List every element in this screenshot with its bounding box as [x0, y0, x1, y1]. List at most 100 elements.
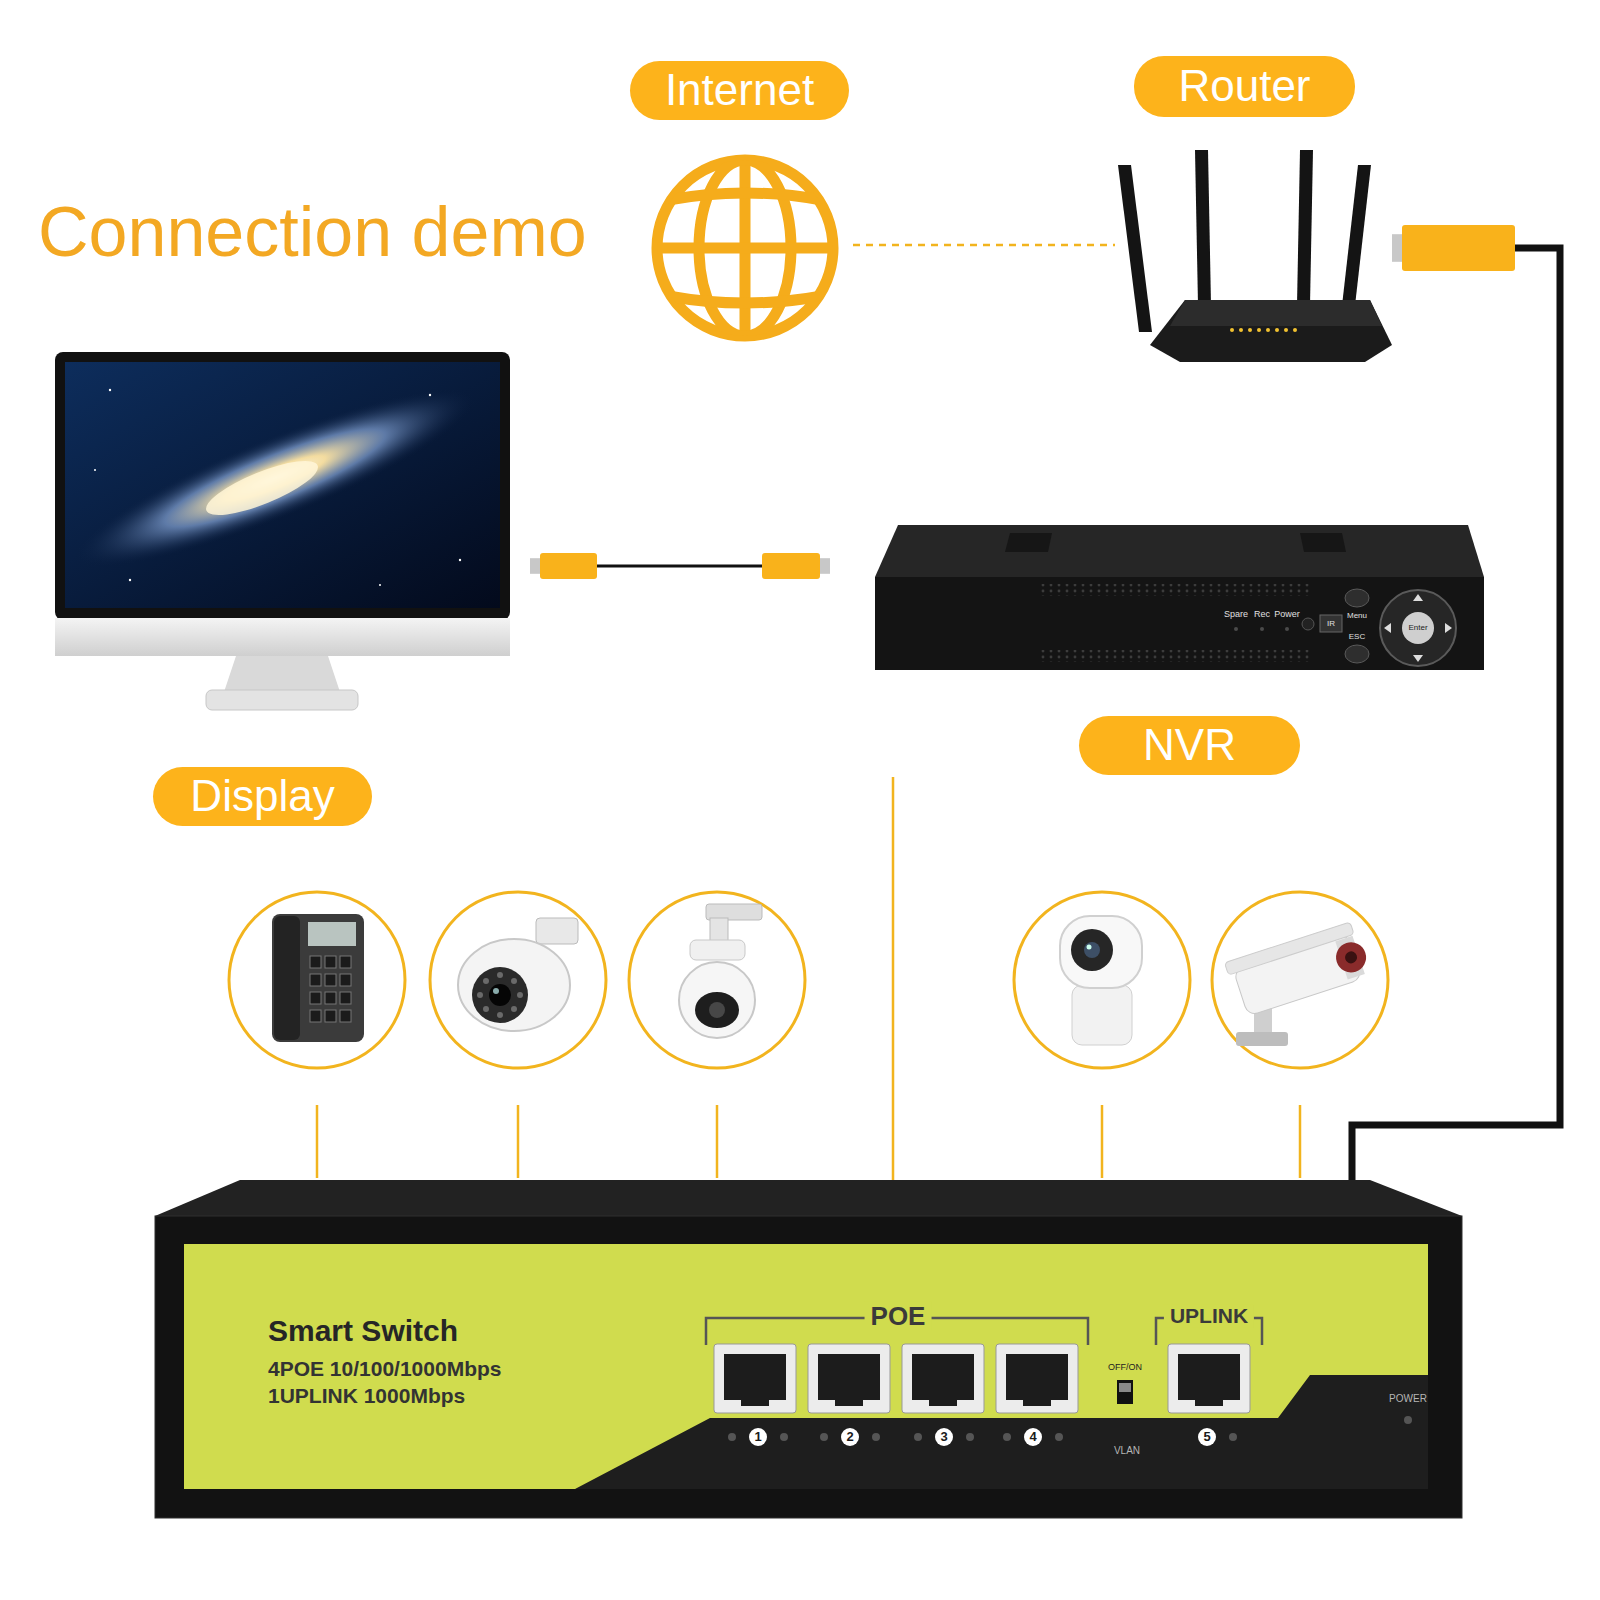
monitor-illustration: [200, 451, 323, 526]
nvr-illustration: [1040, 584, 1310, 596]
switch-illustration: [818, 1354, 880, 1400]
port-number: 4: [1029, 1430, 1036, 1444]
device-circle: [430, 892, 606, 1068]
nvr-illustration: [1320, 615, 1342, 632]
ptz-camera-icon: [709, 1002, 725, 1018]
switch-illustration: [714, 1344, 796, 1413]
router-illustration: [1257, 328, 1261, 332]
nvr-illustration: [1380, 590, 1456, 666]
dome-camera-icon: [511, 978, 517, 984]
router-illustration: [1266, 328, 1270, 332]
home-camera-icon: [1060, 916, 1142, 988]
phone-icon: [340, 974, 351, 986]
globe-icon: [657, 160, 833, 336]
router-illustration: [1230, 328, 1234, 332]
switch-illustration: [1404, 1416, 1412, 1424]
phone-icon: [310, 1010, 321, 1022]
router-illustration: [1150, 300, 1392, 362]
leader-line: [317, 1105, 1300, 1178]
monitor-illustration: [55, 352, 510, 710]
switch-illustration: [1195, 1398, 1223, 1406]
switch-illustration: [1178, 1354, 1240, 1400]
nvr-illustration: [1445, 623, 1452, 633]
switch-illustration: [1003, 1433, 1011, 1441]
switch-illustration: [1023, 1398, 1051, 1406]
nvr-illustration: [1260, 627, 1264, 631]
home-camera-icon: [1087, 945, 1092, 950]
diagram-title: Connection demo: [38, 192, 587, 273]
nvr-illustration: [1285, 627, 1289, 631]
router-illustration: [1248, 328, 1252, 332]
port-number: 1: [754, 1430, 761, 1444]
leader-line: [1101, 1105, 1104, 1178]
dome-camera-icon: [483, 1006, 489, 1012]
switch-illustration: [741, 1398, 769, 1406]
monitor-illustration: [429, 394, 431, 396]
nvr-illustration: [1345, 645, 1369, 663]
port-number: 5: [1203, 1430, 1210, 1444]
switch-illustration: [155, 1180, 1462, 1518]
switch-illustration: [724, 1354, 786, 1400]
dome-camera-icon: [497, 972, 503, 978]
indicator-label: Rec: [1254, 610, 1270, 620]
router-illustration: [1118, 150, 1392, 362]
dome-camera-icon: [472, 967, 528, 1023]
plug-tip: [820, 558, 830, 574]
dome-camera-icon: [493, 988, 499, 994]
bullet-camera-icon: [1236, 1032, 1288, 1046]
ptz-camera-icon: [695, 992, 739, 1028]
switch-illustration: [1119, 1383, 1131, 1392]
device-circle: [229, 892, 405, 1068]
switch-illustration: [912, 1354, 974, 1400]
nvr-illustration: [1384, 623, 1391, 633]
device-circle: [629, 892, 805, 1068]
phone-icon: [274, 916, 300, 1040]
plug-tip: [1392, 234, 1402, 262]
label-pill: NVR: [1079, 716, 1300, 775]
switch-illustration: [996, 1344, 1078, 1413]
router-node: Router: [1115, 56, 1392, 366]
dashed-link: [853, 244, 1115, 247]
nvr-illustration: [1302, 618, 1314, 630]
router-illustration: [1284, 328, 1288, 332]
dome-camera-icon: [517, 992, 523, 998]
monitor-illustration: [206, 690, 358, 710]
monitor-illustration: [94, 389, 461, 586]
leader-line: [517, 1105, 520, 1178]
phone-icon: [272, 914, 364, 1042]
switch-illustration: [966, 1433, 974, 1441]
nvr-illustration: [1402, 612, 1434, 644]
switch-illustration: [1055, 1433, 1063, 1441]
leader-line: [316, 1105, 319, 1178]
bullet-camera-icon: [1343, 950, 1358, 965]
button-label: Menu: [1347, 612, 1367, 621]
switch-illustration: [1168, 1344, 1250, 1413]
switch-illustration: [1117, 1380, 1133, 1404]
switch-illustration: [749, 1428, 767, 1446]
cable-plug: [762, 553, 830, 579]
dome-camera-icon: [458, 939, 570, 1031]
internet-node: Internet: [630, 61, 853, 351]
switch-illustration: [902, 1344, 984, 1413]
monitor-illustration: [224, 656, 340, 692]
indicator-label: Spare: [1224, 610, 1248, 620]
nvr-illustration: [1413, 655, 1423, 662]
switch-illustration: [780, 1433, 788, 1441]
globe-icon: [668, 193, 822, 200]
dome-camera-icon: [536, 918, 578, 944]
dome-camera-icon: [483, 978, 489, 984]
switch-label: OFF/ON: [1108, 1363, 1142, 1373]
switch-illustration: [872, 1433, 880, 1441]
switch-illustration: [1198, 1428, 1216, 1446]
home-camera-icon: [1071, 929, 1113, 971]
switch-illustration: [914, 1433, 922, 1441]
router-illustration: [1230, 328, 1297, 332]
button-label: ESC: [1349, 633, 1365, 642]
dome-camera-icon: [477, 992, 483, 998]
port-number: 3: [940, 1430, 947, 1444]
switch-text: 1UPLINK 1000Mbps: [268, 1384, 465, 1408]
dome-camera-icon: [489, 984, 511, 1006]
nvr-illustration: [875, 525, 1484, 577]
switch-box: Smart Switch4POE 10/100/1000Mbps1UPLINK …: [155, 1180, 1462, 1518]
